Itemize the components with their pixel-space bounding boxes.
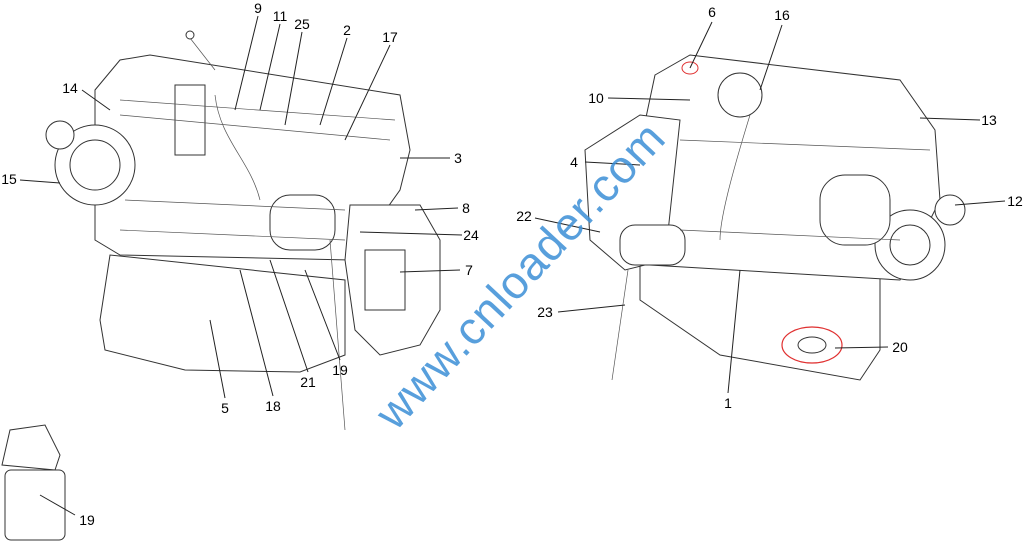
callout-23: 23 [537, 304, 553, 320]
callout-22: 22 [516, 208, 532, 224]
leader-lines [19, 15, 1006, 516]
callout-16: 16 [774, 7, 790, 23]
callout-4: 4 [570, 154, 578, 170]
callout-5: 5 [221, 400, 229, 416]
callout-19: 19 [332, 362, 348, 378]
callout-10: 10 [588, 90, 604, 106]
left-engine [45, 30, 441, 431]
callout-14: 14 [62, 80, 78, 96]
callout-19-filter: 19 [79, 512, 95, 528]
callout-3: 3 [454, 150, 462, 166]
callout-13: 13 [981, 112, 997, 128]
callout-17: 17 [382, 29, 398, 45]
callout-8: 8 [462, 200, 470, 216]
callout-2: 2 [343, 22, 351, 38]
callout-12: 12 [1007, 193, 1023, 209]
right-engine [584, 54, 966, 381]
callout-9: 9 [254, 0, 262, 16]
callout-21: 21 [300, 374, 316, 390]
callout-7: 7 [465, 262, 473, 278]
callout-6: 6 [708, 4, 716, 20]
callout-15: 15 [1, 171, 17, 187]
oil-filter [1, 424, 66, 541]
callout-1: 1 [724, 395, 732, 411]
callout-24: 24 [463, 227, 479, 243]
callout-18: 18 [265, 398, 281, 414]
callout-25: 25 [294, 16, 310, 32]
callout-20: 20 [892, 339, 908, 355]
callout-11: 11 [272, 8, 288, 24]
